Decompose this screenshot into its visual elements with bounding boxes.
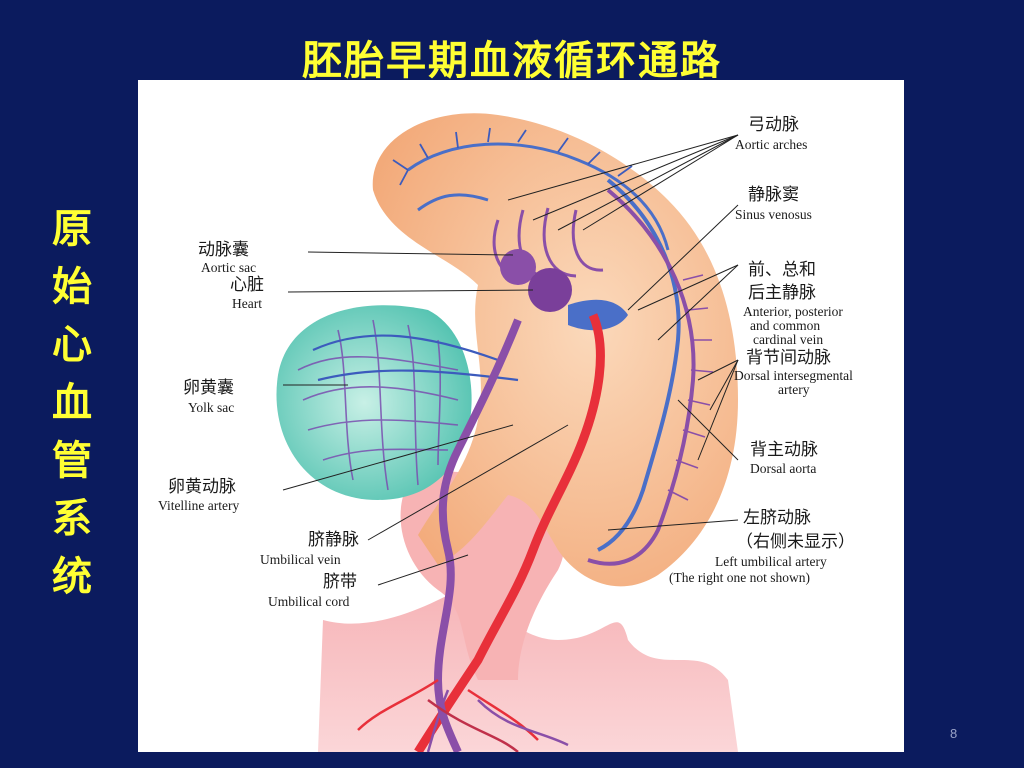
label-umbilical-cord-zh: 脐带 [323,572,357,592]
page-number: 8 [950,726,958,741]
label-cardinal-vein-en1: Anterior, posterior [743,304,843,319]
label-heart-en: Heart [232,296,262,311]
embryo-circulation-diagram: 弓动脉 Aortic arches 静脉窦 Sinus venosus 前、总和… [158,113,855,752]
slide-title: 胚胎早期血液循环通路 [302,37,722,84]
label-aortic-sac-zh: 动脉囊 [198,240,249,260]
label-sinus-venosus-en: Sinus venosus [735,207,812,222]
placenta-roots [357,678,569,752]
side-title-char: 心 [52,321,92,368]
label-sinus-venosus-zh: 静脉窦 [748,185,799,205]
label-left-umbilical-zh2: （右侧未显示） [736,532,855,552]
side-title-char: 原 [52,205,92,252]
heart-shape [528,268,572,312]
head-vessels [407,142,670,251]
head-branches [392,127,633,186]
umbilical-artery [414,313,605,752]
label-umbilical-cord-en: Umbilical cord [268,594,350,609]
side-title-char: 管 [52,437,92,484]
label-cardinal-vein-zh2: 后主静脉 [748,283,816,303]
label-dorsal-aorta-zh: 背主动脉 [750,440,818,460]
label-yolk-sac-zh: 卵黄囊 [183,378,234,398]
label-aortic-arches-en: Aortic arches [735,137,807,152]
label-umbilical-vein-en: Umbilical vein [260,552,341,567]
label-aortic-arches-zh: 弓动脉 [748,115,799,135]
label-vitelline-artery-zh: 卵黄动脉 [168,477,236,497]
label-cardinal-vein-en3: cardinal vein [753,332,823,347]
diagram-panel: 弓动脉 Aortic arches 静脉窦 Sinus venosus 前、总和… [138,80,904,752]
label-umbilical-vein-zh: 脐静脉 [308,530,359,550]
label-left-umbilical-en2: (The right one not shown) [669,570,810,585]
leader-lines [282,134,739,586]
dorsal-aorta [587,188,696,566]
placenta-shape [318,585,738,752]
side-title-char: 系 [52,495,92,542]
sinus-venosus-shape [568,299,628,331]
intersegmental-branches [667,274,714,501]
side-title-char: 血 [52,379,92,426]
cardinal-vein [597,178,681,552]
label-left-umbilical-en1: Left umbilical artery [715,554,827,569]
aortic-sac-shape [500,249,536,285]
label-dorsal-aorta-en: Dorsal aorta [750,461,816,476]
umbilical-vein [433,318,522,752]
label-aortic-sac-en: Aortic sac [201,260,256,275]
label-cardinal-vein-zh1: 前、总和 [748,260,816,280]
label-cardinal-vein-en2: and common [750,318,820,333]
label-intersegmental-zh: 背节间动脉 [746,348,831,368]
side-title: 原 始 心 血 管 系 统 [44,200,100,606]
label-intersegmental-en1: Dorsal intersegmental [734,368,853,383]
label-intersegmental-en2: artery [778,382,810,397]
label-yolk-sac-en: Yolk sac [188,400,234,415]
vitelline-network [297,319,459,491]
side-title-char: 统 [52,553,92,600]
label-vitelline-artery-en: Vitelline artery [158,498,240,513]
yolk-sac-shape [276,305,472,500]
label-left-umbilical-zh1: 左脐动脉 [743,508,811,528]
label-heart-zh: 心脏 [230,275,264,295]
side-title-char: 始 [52,263,92,310]
